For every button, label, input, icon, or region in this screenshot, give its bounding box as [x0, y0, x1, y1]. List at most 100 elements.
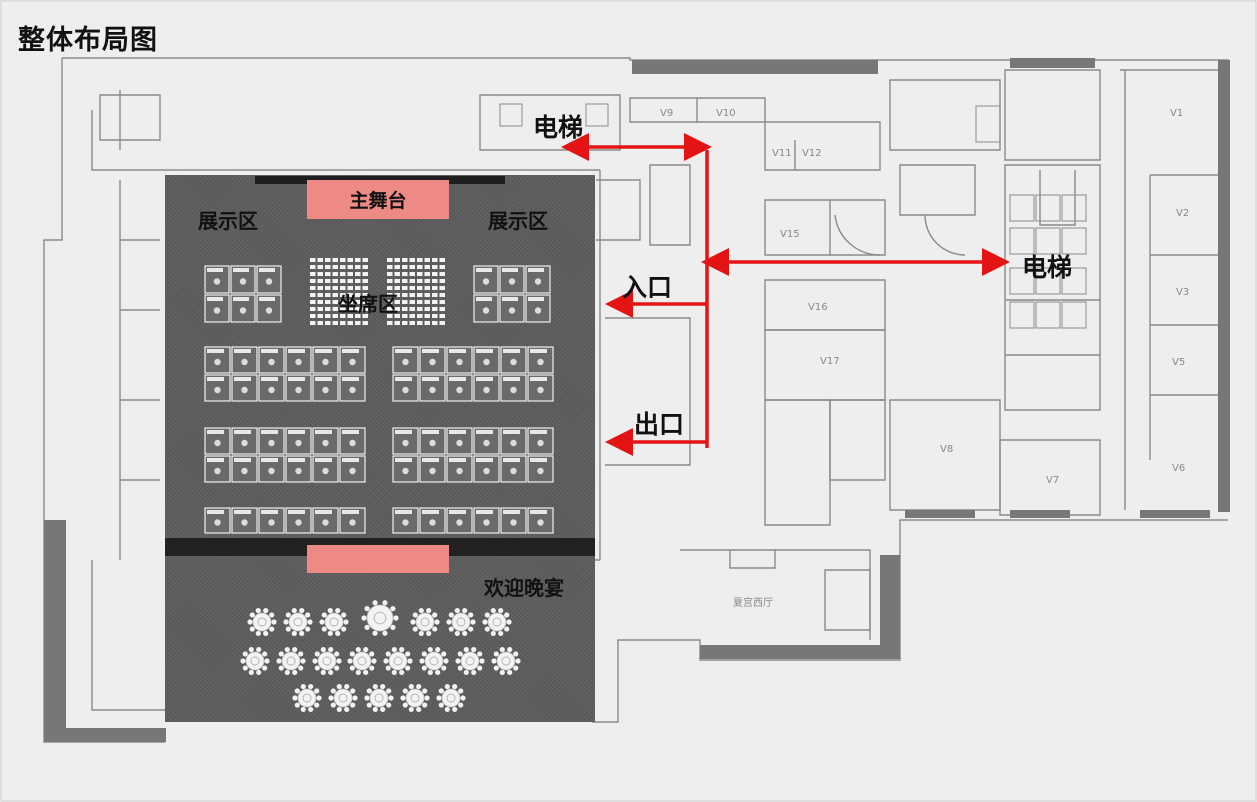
theater-seat: [402, 293, 408, 297]
banquet-table: [446, 607, 476, 637]
booth-counter: [288, 377, 305, 381]
theater-seat: [325, 321, 331, 325]
room-v5: V5: [1172, 357, 1186, 368]
theater-seat: [362, 265, 368, 269]
table-chair: [399, 669, 405, 676]
table-chair: [247, 619, 253, 625]
booth-counter: [207, 297, 223, 301]
booth-chair: [510, 467, 517, 475]
table-chair: [422, 702, 428, 708]
booth-chair: [265, 307, 273, 314]
theater-seat: [394, 321, 400, 325]
theater-seat: [409, 272, 415, 276]
table-chair: [249, 626, 255, 632]
booth-chair: [483, 519, 490, 526]
booth-chair: [213, 307, 221, 314]
table-chair: [427, 646, 433, 653]
theater-seat: [362, 307, 368, 311]
booth-chair: [349, 467, 356, 475]
theater-seat: [424, 265, 430, 269]
booth-chair: [268, 439, 275, 447]
theater-seat: [432, 314, 438, 318]
theater-seat: [394, 272, 400, 276]
room-v8: V8: [940, 444, 954, 455]
theater-seat: [340, 293, 346, 297]
table-chair: [471, 669, 477, 676]
table-chair: [457, 651, 463, 657]
theater-seat: [340, 279, 346, 283]
table-chair: [248, 669, 254, 676]
theater-seat: [417, 279, 423, 283]
booth-counter: [528, 268, 544, 272]
theater-seat: [387, 286, 393, 290]
booth-counter: [207, 377, 224, 381]
theater-seat: [409, 258, 415, 262]
restaurant-label: 夏宫西厅: [733, 598, 773, 609]
table-chair: [292, 695, 298, 701]
banquet-table: [240, 646, 270, 676]
table-center: [374, 693, 384, 703]
booth-chair: [295, 519, 302, 526]
theater-seat: [387, 279, 393, 283]
theater-seat: [332, 258, 338, 262]
theater-seat: [332, 272, 338, 276]
theater-seat: [340, 314, 346, 318]
table-chair: [504, 626, 510, 632]
table-chair: [493, 665, 499, 671]
theater-seat: [355, 258, 361, 262]
table-chair: [372, 630, 378, 636]
theater-seat: [347, 286, 353, 290]
table-chair: [455, 658, 461, 664]
booth-chair: [508, 307, 516, 314]
table-chair: [448, 612, 454, 618]
table-chair: [408, 683, 414, 690]
table-center: [393, 656, 403, 666]
theater-seat: [310, 286, 316, 290]
table-chair: [366, 688, 372, 694]
theater-seat: [347, 265, 353, 269]
table-chair: [412, 612, 418, 618]
theater-seat: [394, 293, 400, 297]
booth-chair: [268, 358, 275, 366]
table-chair: [314, 651, 320, 657]
banquet-table: [400, 683, 430, 713]
table-chair: [269, 612, 275, 618]
booth-chair: [322, 358, 329, 366]
table-top: [366, 604, 394, 632]
table-chair: [335, 607, 341, 614]
theater-seat: [417, 300, 423, 304]
banquet-table: [328, 683, 358, 713]
theater-seat: [387, 307, 393, 311]
theater-seat: [432, 265, 438, 269]
theater-seat: [317, 265, 323, 269]
banquet-table: [347, 646, 377, 676]
table-chair: [513, 651, 519, 657]
table-top: [281, 651, 301, 671]
table-center: [250, 656, 260, 666]
table-chair: [491, 658, 497, 664]
booth-chair: [456, 467, 463, 475]
theater-seat: [355, 293, 361, 297]
booth-counter: [342, 349, 359, 353]
booth-counter: [476, 510, 493, 514]
booth-chair: [241, 439, 248, 447]
table-chair: [418, 607, 424, 614]
table-chair: [314, 688, 320, 694]
theater-seat: [317, 293, 323, 297]
table-chair: [448, 626, 454, 632]
booth-counter: [395, 377, 412, 381]
banquet-table: [419, 646, 449, 676]
table-chair: [276, 658, 282, 664]
table-center: [446, 693, 456, 703]
table-chair: [388, 695, 394, 701]
room-v17: V17: [820, 356, 840, 367]
booth-chair: [295, 439, 302, 447]
table-chair: [452, 706, 458, 713]
theater-seat: [347, 293, 353, 297]
table-chair: [385, 651, 391, 657]
booth-counter: [395, 430, 412, 434]
table-chair: [432, 612, 438, 618]
booth-counter: [315, 349, 332, 353]
table-chair: [452, 683, 458, 690]
